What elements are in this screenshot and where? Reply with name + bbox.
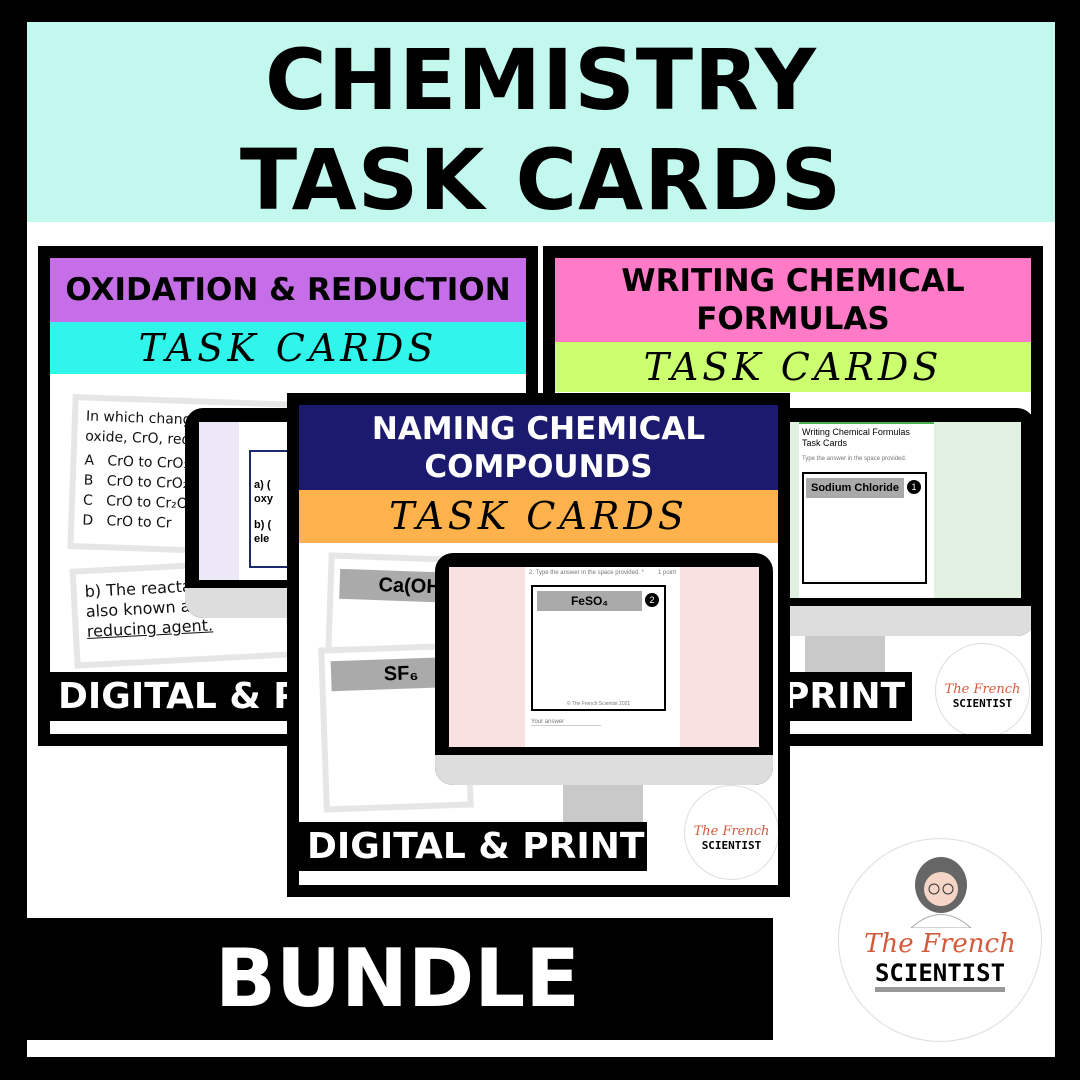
panel-subtitle: TASK CARDS	[299, 490, 778, 543]
screen-text: oxy	[254, 493, 273, 505]
copyright: © The French Scientist 2021	[566, 701, 631, 707]
question: Type the answer in the space provided.	[802, 456, 907, 462]
logo-text: SCIENTIST	[952, 697, 1013, 710]
logo-text: The French	[864, 929, 1016, 959]
digital-print-badge: PRINT	[775, 672, 912, 725]
form-title: Writing Chemical Formulas Task Cards	[802, 427, 910, 448]
card-label: Sodium Chloride	[806, 478, 904, 498]
screen: Writing Chemical Formulas Task Cards Typ…	[749, 422, 1021, 598]
digital-print-badge: DIGITAL & P	[50, 672, 310, 725]
screen: 2. Type the answer in the space provided…	[449, 567, 759, 747]
brand-logo: The French SCIENTIST	[838, 838, 1042, 1042]
panel-title: WRITING CHEMICAL FORMULAS	[555, 258, 1031, 342]
screen-text: b) (	[254, 519, 272, 531]
monitor-chin	[435, 755, 773, 785]
question: 2. Type the answer in the space provided…	[529, 570, 676, 576]
logo-text: The French	[693, 824, 770, 839]
bundle-label: BUNDLE	[27, 918, 773, 1040]
card-label: FeSO₄	[537, 591, 642, 611]
title-line: COMPOUNDS	[424, 449, 653, 485]
title-line-1: CHEMISTRY	[265, 31, 817, 129]
card-number: 1	[907, 480, 921, 494]
answer-input[interactable]: Your answer	[531, 719, 601, 726]
panel-title: NAMING CHEMICAL COMPOUNDS	[299, 405, 778, 490]
logo-text: SCIENTIST	[874, 959, 1006, 992]
digital-print-badge: DIGITAL & PRINT	[299, 822, 647, 875]
logo-text: The French	[944, 682, 1021, 697]
card-number: 2	[645, 593, 659, 607]
title-line-2: TASK CARDS	[239, 131, 843, 229]
naming-compounds-panel: NAMING CHEMICAL COMPOUNDS TASK CARDS Ca(…	[287, 393, 790, 897]
panel-subtitle: TASK CARDS	[50, 322, 526, 374]
small-logo: The French SCIENTIST	[684, 785, 778, 880]
title-line: NAMING CHEMICAL	[371, 411, 706, 447]
panel-subtitle: TASK CARDS	[555, 342, 1031, 392]
small-logo: The French SCIENTIST	[935, 643, 1030, 734]
panel-title: OXIDATION & REDUCTION	[50, 258, 526, 322]
header-banner: CHEMISTRY TASK CARDS	[27, 22, 1055, 229]
logo-text: SCIENTIST	[701, 839, 762, 852]
scientist-illustration-icon	[910, 857, 972, 928]
screen-text: a) (	[254, 479, 271, 491]
screen-text: ele	[254, 533, 270, 545]
monitor: 2. Type the answer in the space provided…	[435, 553, 773, 785]
monitor-stand	[805, 636, 885, 676]
